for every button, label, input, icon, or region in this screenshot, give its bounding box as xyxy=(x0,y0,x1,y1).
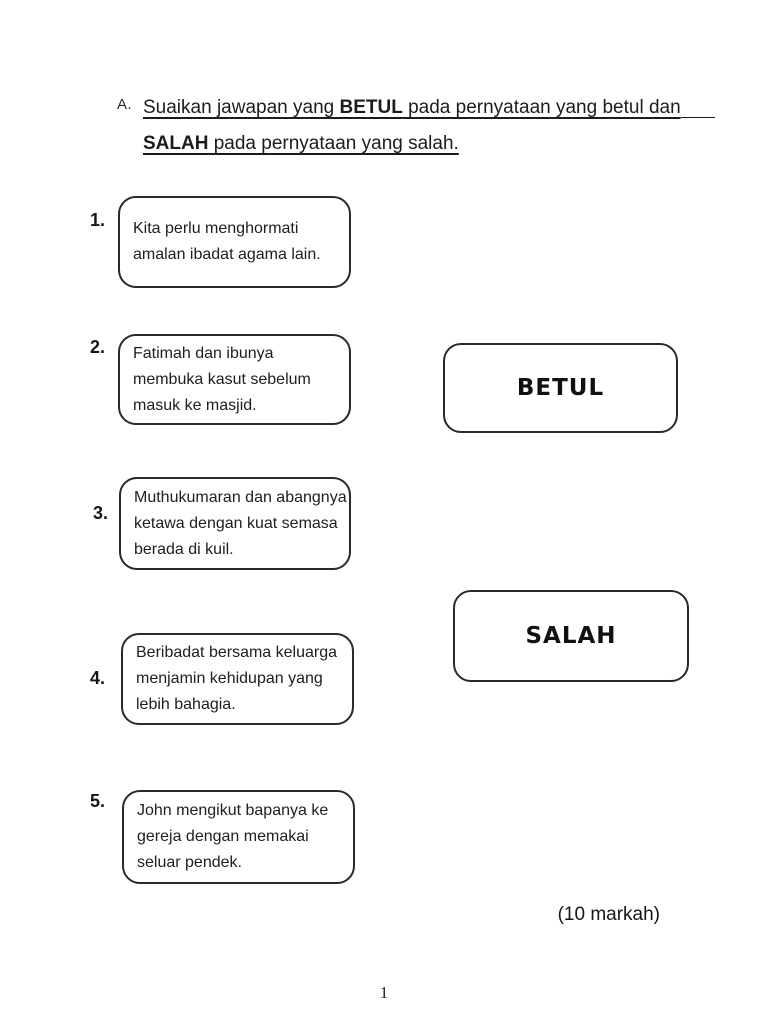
statement-box-3[interactable]: Muthukumaran dan abangnya ketawa dengan … xyxy=(119,477,351,570)
statement-line: Kita perlu menghormati xyxy=(133,220,299,237)
question-number-5: 5. xyxy=(90,791,106,811)
question-number-2: 2. xyxy=(90,337,106,357)
statement-box-5[interactable]: John mengikut bapanya ke gereja dengan m… xyxy=(122,790,355,884)
instruction-heading: A. Suaikan jawapan yang BETUL pada perny… xyxy=(117,90,715,162)
statement-line: menjamin kehidupan yang xyxy=(136,670,323,687)
question-number-4: 4. xyxy=(90,668,106,688)
statement-box-2[interactable]: Fatimah dan ibunya membuka kasut sebelum… xyxy=(118,334,351,425)
salah-keyword: SALAH xyxy=(143,133,209,154)
instruction-line-1: Suaikan jawapan yang BETUL pada pernyata… xyxy=(143,90,715,126)
section-label: A. xyxy=(117,96,133,113)
statement-line: Muthukumaran dan abangnya xyxy=(134,488,347,506)
betul-keyword: BETUL xyxy=(339,97,403,118)
statement-line: ketawa dengan kuat semasa xyxy=(134,514,338,532)
statement-box-1[interactable]: Kita perlu menghormati amalan ibadat aga… xyxy=(118,196,351,288)
statement-line: Beribadat bersama keluarga xyxy=(136,644,338,661)
question-number-1: 1. xyxy=(90,210,106,230)
marks-note: (10 markah) xyxy=(557,904,660,925)
statement-box-4[interactable]: Beribadat bersama keluarga menjamin kehi… xyxy=(121,633,354,725)
statement-line: gereja dengan memakai xyxy=(137,828,309,845)
statement-line: Fatimah dan ibunya xyxy=(133,344,274,362)
page-number: 1 xyxy=(379,983,389,1002)
statement-line: John mengikut bapanya ke xyxy=(137,802,329,819)
statement-line: masuk ke masjid. xyxy=(133,396,257,414)
instruction-text: Suaikan jawapan yang BETUL pada pernyata… xyxy=(143,90,715,162)
statement-line: amalan ibadat agama lain. xyxy=(133,246,321,263)
underline-extension xyxy=(680,98,715,118)
statement-line: membuka kasut sebelum xyxy=(133,370,311,388)
statement-line: seluar pendek. xyxy=(137,854,242,871)
answer-box-betul[interactable]: BETUL xyxy=(443,343,678,433)
statement-line: lebih bahagia. xyxy=(136,696,236,713)
answer-box-salah[interactable]: SALAH xyxy=(453,590,689,682)
question-number-3: 3. xyxy=(93,503,109,523)
statement-line: berada di kuil. xyxy=(134,540,234,558)
instruction-line-2: SALAH pada pernyataan yang salah. xyxy=(143,133,459,154)
